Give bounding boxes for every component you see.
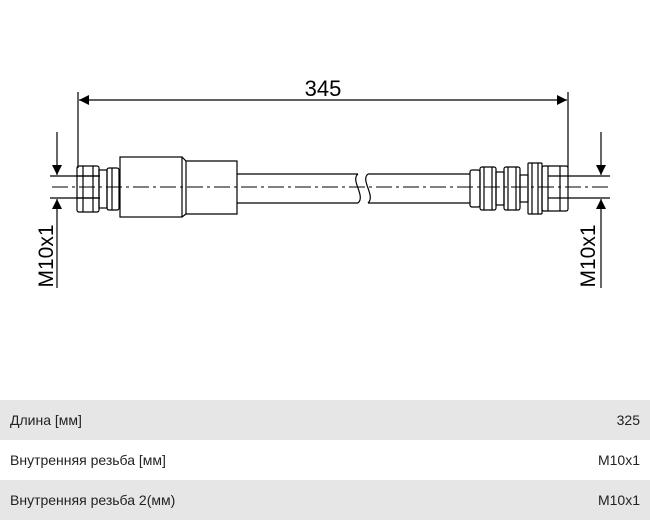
brake-hose: [76, 156, 569, 218]
spec-row-internal-thread-2: Внутренняя резьба 2(мм) M10x1: [0, 480, 650, 520]
length-dimension-label: 345: [305, 76, 342, 101]
left-thread-label: M10x1: [35, 224, 58, 287]
hose-technical-drawing: 345 M10x1 M10x1: [35, 76, 612, 288]
hose-body: [237, 173, 470, 204]
spec-value: M10x1: [597, 492, 640, 508]
right-thread-dimension: [548, 132, 610, 288]
spec-label: Внутренняя резьба 2(мм): [10, 492, 176, 508]
spec-row-internal-thread: Внутренняя резьба [мм] M10x1: [0, 440, 650, 480]
spec-value: M10x1: [597, 452, 640, 468]
crimp-sleeve: [119, 156, 238, 218]
left-fitting: [76, 165, 120, 213]
spec-row-length: Длина [мм] 325: [0, 400, 650, 440]
specification-table: Длина [мм] 325 Внутренняя резьба [мм] M1…: [0, 400, 650, 520]
right-thread-label: M10x1: [577, 224, 600, 287]
right-fitting: [469, 162, 569, 215]
length-dimension: [77, 92, 569, 168]
spec-value: 325: [616, 412, 640, 428]
spec-label: Внутренняя резьба [мм]: [10, 452, 166, 468]
spec-label: Длина [мм]: [10, 412, 82, 428]
